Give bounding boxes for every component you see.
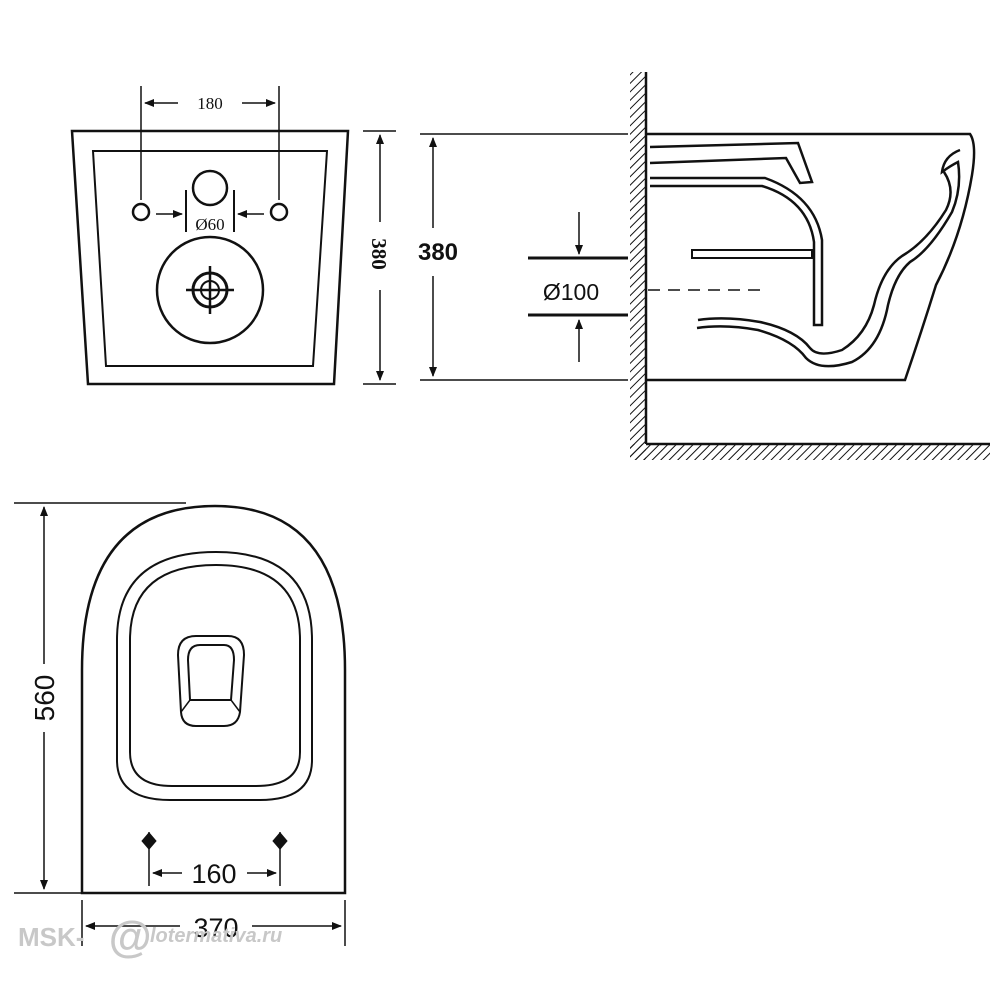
bowl-plan-rim bbox=[116, 550, 313, 801]
floor-hatch bbox=[630, 444, 990, 460]
side-view bbox=[420, 72, 990, 460]
bowl-outer-profile bbox=[646, 132, 976, 382]
front-outer-outline bbox=[70, 129, 350, 386]
front-height-label: 380 bbox=[367, 238, 391, 270]
top-mount-spacing-label: 160 bbox=[191, 859, 236, 889]
drain-outline bbox=[176, 635, 246, 727]
watermark: MSK- @ lotermativa.ru bbox=[18, 913, 282, 962]
mount-point-right bbox=[272, 832, 288, 886]
side-outlet-diameter-label: Ø100 bbox=[543, 279, 599, 305]
outlet-circle bbox=[155, 235, 265, 345]
bolt-hole-left bbox=[131, 202, 151, 222]
top-view bbox=[14, 502, 347, 946]
side-height-label: 380 bbox=[418, 239, 458, 266]
front-bolt-spacing-label: 180 bbox=[197, 94, 223, 113]
top-length-label: 560 bbox=[29, 675, 60, 722]
mount-point-left bbox=[141, 832, 157, 886]
top-width-label: 370 bbox=[193, 913, 238, 943]
watermark-brand: MSK- bbox=[18, 922, 84, 952]
bowl-plan-outer bbox=[80, 504, 347, 895]
front-view bbox=[70, 86, 396, 386]
watermark-at-sign: @ bbox=[108, 913, 151, 962]
front-inlet-diameter-label: Ø60 bbox=[195, 215, 224, 234]
wall-hatch bbox=[630, 72, 646, 460]
front-inner-outline bbox=[91, 150, 329, 367]
bowl-plan-inner bbox=[129, 563, 301, 787]
watermark-site: lotermativa.ru bbox=[150, 925, 282, 947]
bolt-hole-right bbox=[269, 202, 289, 222]
inlet-circle bbox=[191, 169, 229, 207]
